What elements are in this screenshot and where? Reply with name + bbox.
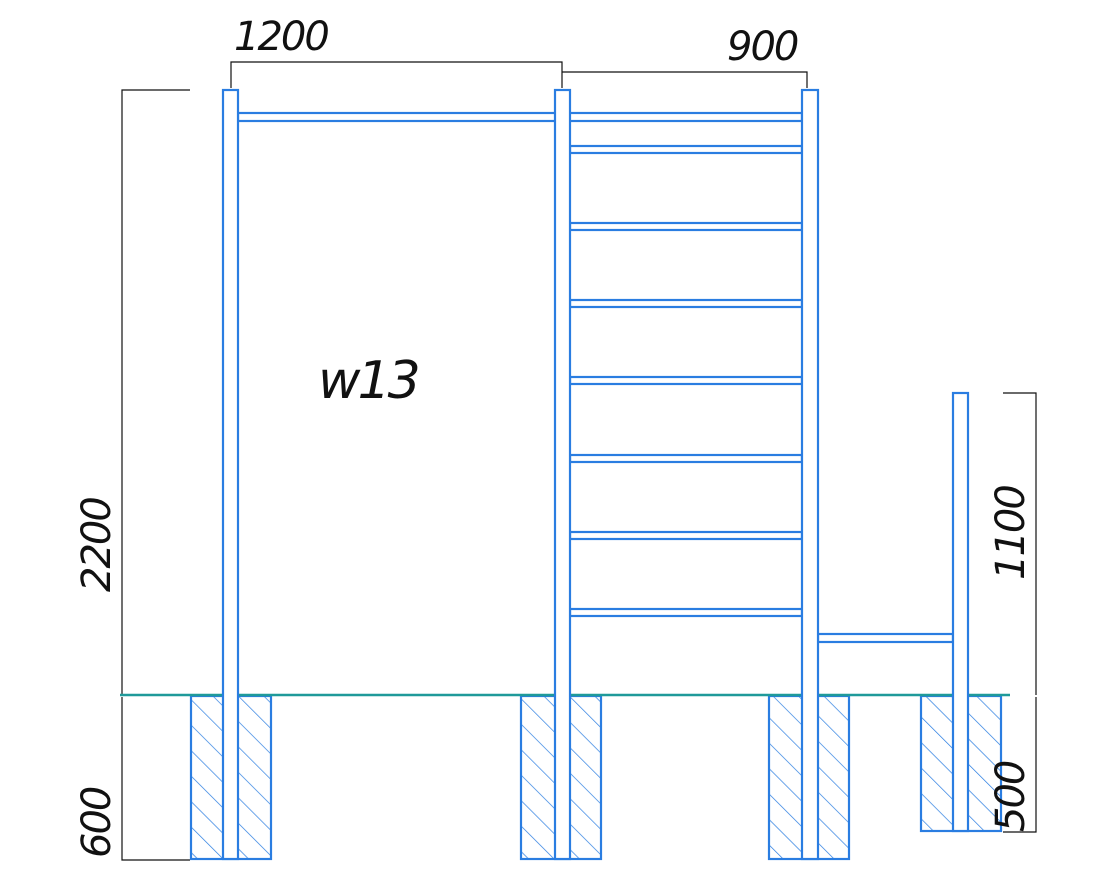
ladder-rung-3 <box>568 298 804 309</box>
dim-line-2200 <box>121 89 190 695</box>
ladder-rung-5 <box>568 453 804 464</box>
ladder-rung-2 <box>568 221 804 232</box>
dim-label-1100: 1100 <box>988 486 1034 580</box>
ladder-rung-7 <box>568 607 804 618</box>
low-bar <box>816 632 955 644</box>
post-3 <box>800 88 820 861</box>
ladder-rung-6 <box>568 530 804 541</box>
ladder-rung-1 <box>568 144 804 155</box>
dim-label-1200: 1200 <box>234 14 328 60</box>
dim-line-1100 <box>1003 392 1037 695</box>
dim-label-600: 600 <box>74 787 120 858</box>
model-label: w13 <box>318 351 418 411</box>
rails <box>236 111 955 644</box>
post-2 <box>553 88 572 861</box>
post-4 <box>951 391 970 833</box>
dim-line-1200 <box>230 61 563 88</box>
dim-label-2200: 2200 <box>74 498 120 592</box>
dimension-lines <box>121 61 1037 861</box>
dim-label-500: 500 <box>988 761 1034 832</box>
dim-label-900: 900 <box>727 24 798 70</box>
pull-up-bar <box>236 111 804 123</box>
foundations <box>189 694 1003 861</box>
dim-line-600 <box>121 697 190 861</box>
post-1 <box>221 88 240 861</box>
ladder-rung-4 <box>568 375 804 386</box>
dim-line-900 <box>562 71 808 88</box>
posts <box>221 88 970 861</box>
dim-line-500 <box>1003 697 1037 833</box>
